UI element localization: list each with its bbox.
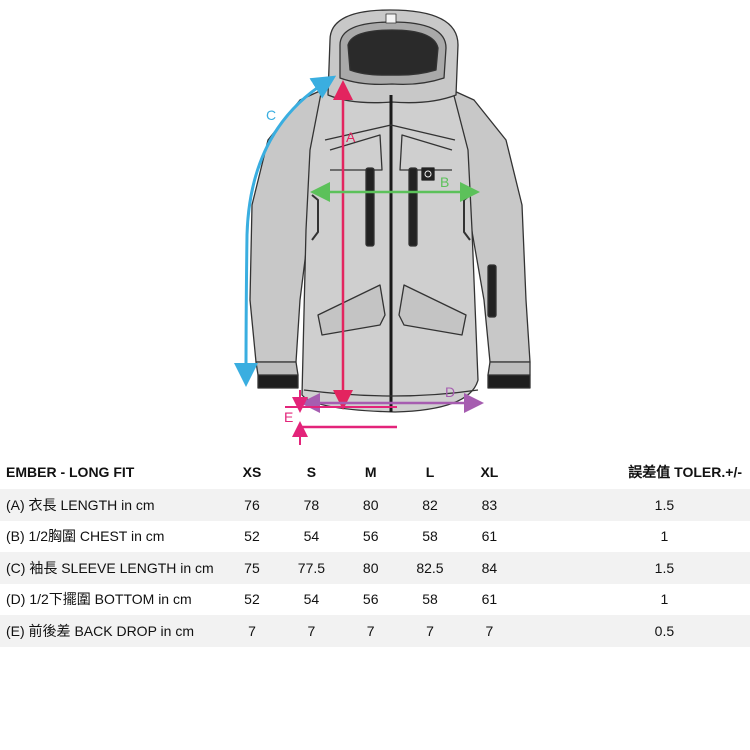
- cell-tolerance: 1.5: [518, 489, 750, 521]
- table-row: (C) 袖長 SLEEVE LENGTH in cm 75 77.5 80 82…: [0, 552, 750, 584]
- measurements: A B C D E: [234, 75, 484, 445]
- sleeve-pocket: [487, 264, 497, 318]
- cell-s: 78: [281, 489, 342, 521]
- measure-d-label: D: [445, 384, 455, 400]
- size-chart-table: EMBER - LONG FIT XS S M L XL 誤差值 TOLER.+…: [0, 455, 750, 647]
- cell-xs: 75: [222, 552, 282, 584]
- cell-l: 58: [422, 591, 438, 608]
- row-label: (B) 1/2胸圍 CHEST in cm: [6, 528, 165, 545]
- left-chest-pocket: [365, 167, 375, 247]
- cell-xl: 84: [459, 552, 519, 584]
- row-label: (A) 衣長 LENGTH in cm: [0, 489, 223, 521]
- table-row: (D) 1/2下擺圍 BOTTOM in cm 52 54 56 58 61 1: [0, 584, 750, 616]
- cell-l: 58: [422, 528, 438, 545]
- cell-xs: 7: [222, 615, 282, 647]
- row-label: (E) 前後差 BACK DROP in cm: [0, 615, 223, 647]
- cell-tolerance: 1.5: [518, 552, 750, 584]
- cell-l: 82: [400, 489, 460, 521]
- header-m: M: [364, 464, 377, 480]
- table-row: (B) 1/2胸圍 CHEST in cm 52 54 56 58 61 1: [0, 521, 750, 553]
- cell-s: 54: [303, 528, 320, 545]
- header-s: S: [306, 464, 317, 480]
- cell-tolerance: 1: [660, 528, 669, 545]
- cell-s: 77.5: [281, 552, 342, 584]
- cell-m: 7: [341, 615, 401, 647]
- cell-m: 56: [362, 591, 379, 608]
- right-chest-pocket: [408, 167, 418, 247]
- measure-e-label: E: [284, 409, 293, 425]
- cell-l: 82.5: [400, 552, 460, 584]
- right-cuff: [487, 374, 531, 389]
- cell-tolerance: 0.5: [518, 615, 750, 647]
- cell-xl: 61: [481, 528, 498, 545]
- jacket-illustration: [249, 9, 531, 413]
- cell-s: 54: [303, 591, 320, 608]
- table-header-row: EMBER - LONG FIT XS S M L XL 誤差值 TOLER.+…: [0, 455, 750, 489]
- cell-s: 7: [281, 615, 342, 647]
- chest-logo-patch: [421, 167, 435, 181]
- row-label: (D) 1/2下擺圍 BOTTOM in cm: [6, 591, 192, 608]
- header-l: L: [425, 464, 435, 480]
- cell-xl: 61: [481, 591, 498, 608]
- table-row: (A) 衣長 LENGTH in cm 76 78 80 82 83 1.5: [0, 489, 750, 521]
- cell-m: 80: [341, 552, 401, 584]
- cell-xs: 76: [222, 489, 282, 521]
- cell-tolerance: 1: [660, 591, 669, 608]
- measure-a-label: A: [346, 129, 356, 145]
- header-tolerance: 誤差值 TOLER.+/-: [628, 464, 742, 480]
- header-xs: XS: [242, 464, 262, 480]
- right-lower-pocket: [398, 284, 467, 336]
- jacket-measurement-diagram: A B C D E: [234, 9, 531, 445]
- cell-xs: 52: [244, 528, 260, 545]
- cell-m: 80: [341, 489, 401, 521]
- cell-xs: 52: [244, 591, 260, 608]
- row-label: (C) 袖長 SLEEVE LENGTH in cm: [0, 552, 223, 584]
- cell-xl: 7: [459, 615, 519, 647]
- left-cuff: [257, 374, 299, 389]
- measure-b-label: B: [440, 174, 449, 190]
- cell-l: 7: [400, 615, 460, 647]
- measure-c-label: C: [266, 107, 276, 123]
- cell-m: 56: [362, 528, 379, 545]
- header-label: EMBER - LONG FIT: [6, 464, 135, 480]
- hood-logo: [385, 13, 397, 24]
- table-row: (E) 前後差 BACK DROP in cm 7 7 7 7 7 0.5: [0, 615, 750, 647]
- cell-xl: 83: [459, 489, 519, 521]
- measure-c-arc: [234, 75, 337, 387]
- header-xl: XL: [480, 464, 499, 480]
